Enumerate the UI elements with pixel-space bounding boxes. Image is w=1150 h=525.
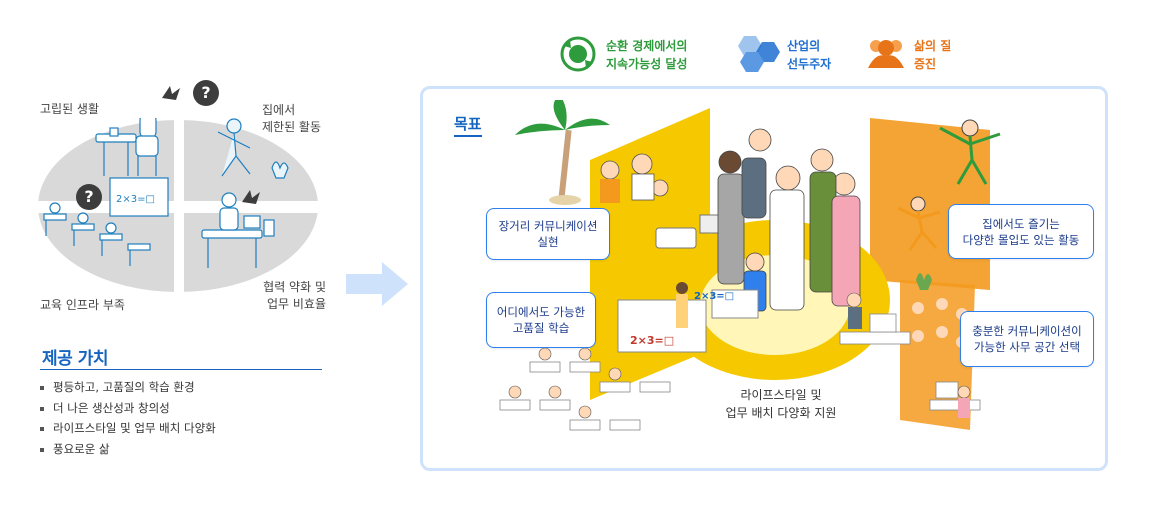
label-collab-1: 협력 약화 및 [263, 280, 326, 294]
goal-board-text-2: 2×3=□ [630, 334, 675, 347]
recycle-globe-icon [560, 36, 596, 72]
bubble-remote-communication-line2: 실현 [537, 235, 559, 249]
bubble-remote-communication: 장거리 커뮤니케이션 실현 [486, 208, 610, 260]
legend-industry-2: 선두주자 [787, 57, 832, 71]
value-item: 라이프스타일 및 업무 배치 다양화 [40, 418, 216, 439]
value-title: 제공 가치 [42, 349, 108, 369]
value-divider [40, 369, 322, 370]
bubble-remote-communication-line1: 장거리 커뮤니케이션 [498, 219, 598, 233]
legend-sustainability-2: 지속가능성 달성 [606, 57, 688, 71]
problem-pie-graphic: 2×3=□ [36, 100, 320, 294]
goal-board-text-1: 2×3=□ [694, 291, 735, 302]
hexagon-cluster-icon [738, 36, 780, 72]
bubble-office-space-line2: 가능한 사무 공간 선택 [973, 340, 1081, 354]
label-collab-2: 업무 비효율 [266, 297, 326, 311]
goal-illustration [499, 100, 1001, 431]
bubble-office-space-line1: 충분한 커뮤니케이션이 [972, 324, 1082, 338]
right-arrow-icon [346, 262, 408, 306]
value-item: 평등하고, 고품질의 학습 환경 [40, 377, 216, 398]
center-caption-line2: 업무 배치 다양화 지원 [725, 406, 837, 420]
left-board-text: 2×3=□ [116, 194, 155, 205]
question-mark-icon: ? [76, 184, 102, 210]
bubble-learning-line1: 어디에서도 가능한 [496, 305, 586, 319]
legend-quality-1: 삶의 질 [914, 39, 952, 53]
question-mark-icon: ? [193, 80, 219, 106]
bubble-home-activity-line2: 다양한 몰입도 있는 활동 [962, 232, 1080, 247]
label-limited-activity-2: 제한된 활동 [262, 120, 322, 134]
legend-sustainability-1: 순환 경제에서의 [606, 39, 688, 53]
value-item: 풍요로운 삶 [40, 439, 216, 460]
value-item: 더 나은 생산성과 창의성 [40, 398, 216, 419]
center-caption: 라이프스타일 및 업무 배치 다양화 지원 [706, 386, 856, 422]
bubble-learning-line2: 고품질 학습 [512, 321, 570, 335]
frustration-mark-icon [162, 86, 180, 100]
goal-title: 목표 [454, 114, 482, 137]
bubble-home-activity: 집에서도 즐기는 다양한 몰입도 있는 활동 [948, 204, 1094, 259]
frustration-mark-icon [242, 190, 260, 204]
legend-industry-1: 산업의 [787, 39, 821, 53]
label-education-infra: 교육 인프라 부족 [40, 298, 125, 312]
bubble-learning: 어디에서도 가능한 고품질 학습 [486, 292, 596, 348]
people-icon [868, 40, 904, 68]
value-list: 평등하고, 고품질의 학습 환경 더 나은 생산성과 창의성 라이프스타일 및 … [40, 377, 216, 459]
label-limited-activity-1: 집에서 [262, 103, 296, 117]
bubble-office-space: 충분한 커뮤니케이션이 가능한 사무 공간 선택 [960, 311, 1094, 367]
center-caption-line1: 라이프스타일 및 [740, 388, 822, 402]
label-isolated-life: 고립된 생활 [40, 102, 100, 116]
legend-quality-2: 증진 [914, 57, 937, 71]
bubble-home-activity-line1: 집에서도 즐기는 [982, 216, 1060, 231]
problem-diagram: 2×3=□ [36, 100, 320, 294]
